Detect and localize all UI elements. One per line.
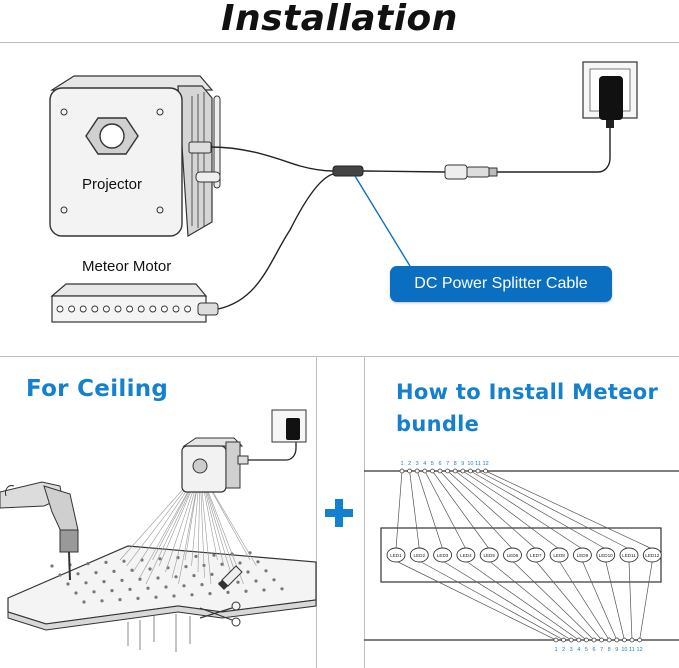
bottom-number: 8	[608, 647, 611, 653]
bottom-number: 9	[615, 647, 618, 653]
led-node	[503, 547, 522, 563]
top-number: 4	[423, 461, 426, 467]
top-number: 11	[475, 461, 481, 467]
bottom-number: 7	[600, 647, 603, 653]
top-number: 5	[431, 461, 434, 467]
dc-connector	[444, 164, 498, 180]
bundle-title-line2: bundle	[396, 412, 480, 436]
drill-illustration	[0, 481, 79, 581]
projector-illustration	[49, 75, 221, 238]
bottom-number: 10	[621, 647, 627, 653]
top-number: 6	[438, 461, 441, 467]
top-number: 10	[467, 461, 473, 467]
bottom-number: 5	[585, 647, 588, 653]
led-label: LED9	[577, 553, 589, 558]
bottom-number: 4	[577, 647, 580, 653]
splitter-callout: DC Power Splitter Cable	[390, 266, 612, 302]
meteor-motor-illustration	[50, 283, 219, 323]
top-number: 3	[416, 461, 419, 467]
led-label: LED3	[437, 553, 449, 558]
top-number: 8	[454, 461, 457, 467]
glue-tube-icon	[218, 565, 243, 590]
led-label: LED12	[645, 553, 659, 558]
title-divider	[0, 42, 679, 43]
bottom-number: 3	[570, 647, 573, 653]
bundle-title-line1: How to Install Meteor	[396, 380, 659, 404]
bottom-number: 12	[637, 647, 643, 653]
led-label: LED2	[414, 553, 426, 558]
wiring-diagram	[49, 61, 638, 323]
led-node	[479, 547, 499, 563]
bottom-number: 1	[554, 647, 557, 653]
ceiling-motor-illustration	[181, 437, 249, 493]
led-node	[572, 547, 592, 563]
led-node	[526, 547, 546, 563]
page-title: Installation	[221, 0, 458, 39]
column-divider-right	[364, 356, 365, 668]
led-node	[642, 547, 662, 563]
led-label: LED7	[530, 553, 542, 558]
column-divider-left	[316, 356, 317, 668]
led-label: LED11	[622, 553, 636, 558]
led-label: LED8	[553, 553, 565, 558]
led-label: LED5	[483, 553, 495, 558]
led-node	[596, 547, 616, 563]
led-node	[433, 547, 453, 563]
top-number: 9	[461, 461, 464, 467]
plus-icon	[325, 499, 353, 527]
top-number: 1	[400, 461, 403, 467]
bottom-number: 11	[629, 647, 635, 653]
led-label: LED4	[460, 553, 472, 558]
top-number: 12	[483, 461, 489, 467]
top-number: 7	[446, 461, 449, 467]
led-node	[386, 547, 406, 563]
ceiling-wall-adapter	[271, 409, 307, 443]
led-node	[619, 547, 639, 563]
bottom-number: 2	[562, 647, 565, 653]
led-label: LED10	[599, 553, 613, 558]
top-number: 2	[408, 461, 411, 467]
meteor-motor-label: Meteor Motor	[82, 258, 172, 275]
led-node	[549, 547, 569, 563]
led-label: LED1	[390, 553, 402, 558]
ceiling-title: For Ceiling	[26, 376, 169, 402]
scissors-icon	[199, 601, 241, 627]
bottom-number: 6	[592, 647, 595, 653]
wall-adapter-illustration	[582, 61, 638, 128]
led-node	[409, 547, 429, 563]
projector-label: Projector	[82, 176, 143, 193]
led-node	[456, 547, 476, 563]
led-label: LED6	[507, 553, 519, 558]
section-divider	[0, 356, 679, 357]
